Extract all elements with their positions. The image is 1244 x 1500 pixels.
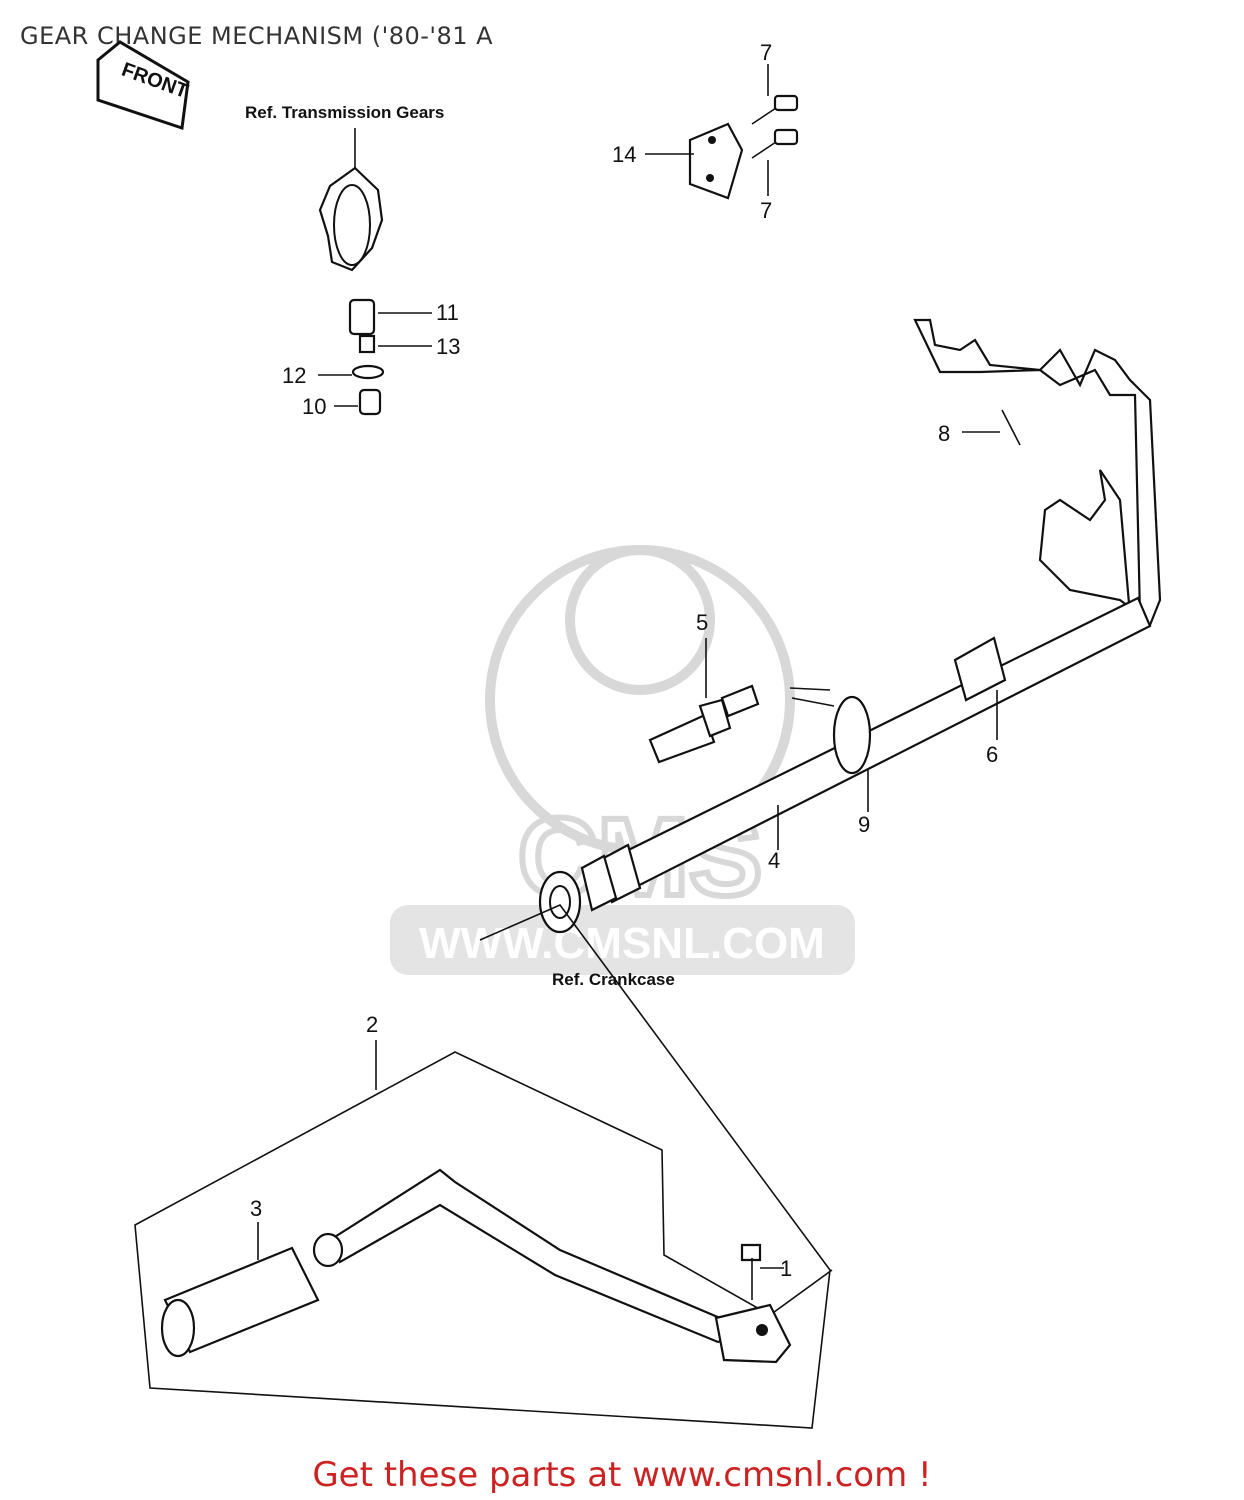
front-arrow-icon: FRONT	[96, 40, 191, 130]
pinch-bolt-icon	[740, 1243, 762, 1300]
bolt-icon	[358, 388, 382, 416]
assembly-outline	[134, 904, 833, 1429]
callout-5: 5	[696, 610, 708, 635]
washer-icon	[351, 364, 385, 380]
callout-10: 10	[302, 394, 326, 419]
oil-seal-icon	[538, 870, 582, 934]
circlip-icon	[789, 687, 872, 775]
pin-icon	[348, 298, 376, 336]
shift-pedal-icon	[312, 1168, 792, 1364]
callout-12: 12	[282, 363, 306, 388]
callout-7-bottom: 7	[760, 198, 772, 223]
ref-transmission-gears-label: Ref. Transmission Gears	[245, 103, 444, 122]
spring-8-icon	[1001, 409, 1021, 446]
watermark: CMS WWW.CMSNL.COM	[390, 545, 855, 975]
callout-3: 3	[250, 1196, 262, 1221]
watermark-url: WWW.CMSNL.COM	[419, 919, 825, 968]
callout-14: 14	[612, 142, 636, 167]
callout-11: 11	[436, 300, 459, 325]
callout-4: 4	[768, 848, 780, 873]
watermark-url-plate	[390, 905, 855, 975]
callout-6: 6	[986, 742, 998, 767]
shift-drum-cam-icon	[318, 166, 384, 272]
pedal-rubber-icon	[160, 1246, 320, 1358]
callout-9: 9	[858, 812, 870, 837]
watermark-logo-head	[565, 545, 715, 695]
page-title: GEAR CHANGE MECHANISM ('80-'81 A	[20, 22, 494, 50]
ref-crankcase-label: Ref. Crankcase	[552, 970, 675, 989]
screw-icon	[751, 94, 799, 125]
stud-bolt-icon	[648, 684, 760, 764]
callout-2: 2	[366, 1012, 378, 1037]
shift-arm-icon	[913, 318, 1162, 627]
stopper-plate-icon	[688, 122, 744, 200]
callout-1: 1	[780, 1256, 792, 1281]
callout-13: 13	[436, 334, 460, 359]
screw-icon	[751, 128, 799, 159]
shift-shaft-icon	[580, 596, 1152, 912]
footer-link[interactable]: Get these parts at www.cmsnl.com !	[312, 1455, 932, 1495]
spring-icon	[358, 334, 376, 354]
callout-7-top: 7	[760, 40, 772, 65]
callout-8: 8	[938, 421, 950, 446]
